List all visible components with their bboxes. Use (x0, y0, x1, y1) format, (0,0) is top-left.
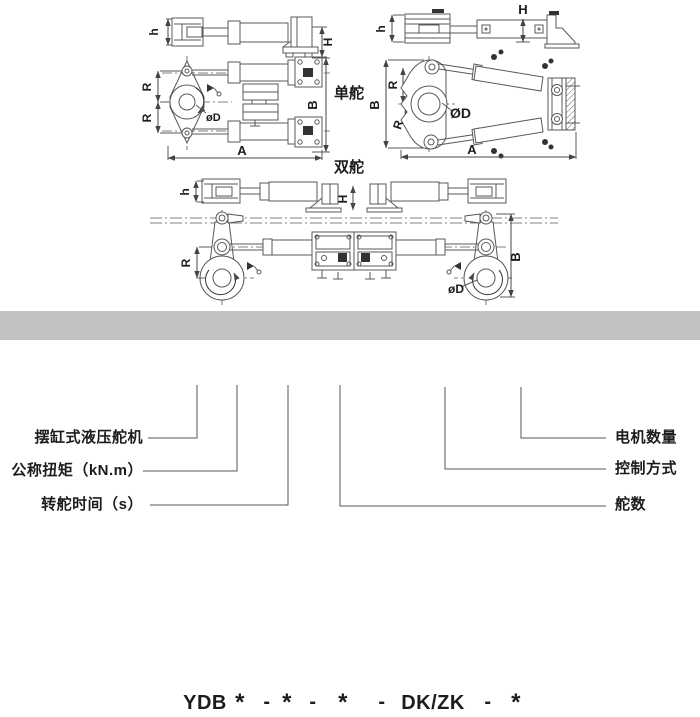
legend-label-rudders: 舵数 (615, 496, 647, 513)
code-part-dash-3: - (378, 691, 386, 713)
dim-label-A: A (237, 143, 247, 158)
divider-band (0, 311, 700, 340)
model-designation-diagram: YDB * - * - * - DK/ZK - * 摆缸式液压舵机 公称扭矩（k… (0, 335, 700, 716)
dim-label-R: R (179, 258, 193, 267)
code-part-star-3: * (338, 689, 348, 716)
dim-label-h: h (374, 25, 388, 32)
dim-label-R: R (386, 80, 400, 89)
designation-connector-lines (143, 385, 606, 507)
dim-label-H: H (518, 2, 527, 17)
code-part-prefix: YDB (183, 692, 227, 714)
dim-label-oD: øD (448, 282, 464, 296)
dim-label-H: H (336, 195, 350, 204)
code-part-control: DK/ZK (401, 692, 465, 714)
legend-label-time: 转舵时间（s） (41, 496, 143, 513)
technical-drawings: h H R R øD A B (140, 2, 580, 311)
legend-label-torque: 公称扭矩（kN.m） (11, 462, 143, 479)
code-part-star-4: * (511, 689, 521, 716)
label-single-rudder: 单舵 (334, 84, 364, 102)
dim-label-A: A (467, 142, 477, 157)
dim-label-H: H (321, 38, 335, 47)
drawing-double-rudder: h H R B øD (150, 178, 558, 305)
legend-label-type: 摆缸式液压舵机 (34, 429, 143, 446)
dim-label-B: B (508, 252, 523, 261)
code-part-star-2: * (282, 689, 292, 716)
dim-label-B: B (367, 100, 382, 109)
dim-label-R: R (140, 113, 154, 122)
drawing-single-rudder-vtype: h H B R R ØD A (367, 2, 580, 160)
label-double-rudder: 双舵 (334, 158, 364, 176)
code-part-star-1: * (235, 689, 245, 716)
code-part-dash-2: - (309, 691, 317, 713)
legend-label-motors: 电机数量 (615, 429, 678, 446)
dim-label-R: R (140, 82, 154, 91)
dim-label-B: B (305, 100, 320, 109)
dim-label-OD: ØD (450, 105, 471, 121)
legend-label-control: 控制方式 (615, 460, 678, 477)
dim-label-h: h (147, 28, 161, 35)
drawing-single-rudder-parallel: h H R R øD A B (140, 16, 335, 161)
code-part-dash-1: - (263, 691, 271, 713)
dim-label-h: h (178, 188, 192, 195)
dim-label-oD: øD (206, 112, 221, 124)
code-part-dash-4: - (484, 691, 492, 713)
